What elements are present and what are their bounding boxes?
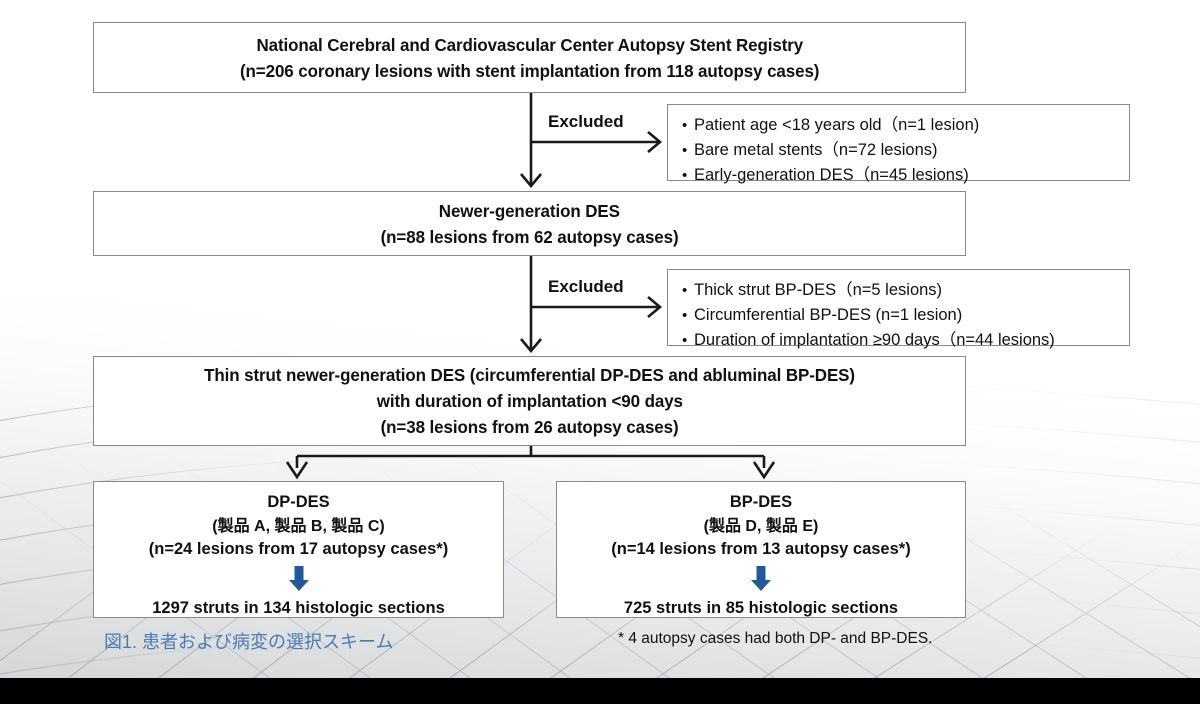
excluded-label-1: Excluded bbox=[548, 112, 624, 131]
exclusion-1-item-2: Bare metal stents（n=72 lesions) bbox=[682, 138, 1117, 163]
exclusion-1-item-1: Patient age <18 years old（n=1 lesion) bbox=[682, 113, 1117, 138]
figure-footnote: * 4 autopsy cases had both DP- and BP-DE… bbox=[618, 630, 933, 647]
thin-strut-line-2: with duration of implantation <90 days bbox=[376, 391, 683, 411]
figure-caption: 図1. 患者および病変の選択スキーム bbox=[104, 632, 394, 652]
excluded-label-2: Excluded bbox=[548, 277, 624, 296]
exclusion-2-item-1: Thick strut BP-DES（n=5 lesions) bbox=[682, 278, 1117, 303]
dp-des-products: (製品 A, 製品 B, 製品 C) bbox=[212, 517, 385, 535]
dp-des-box: DP-DES (製品 A, 製品 B, 製品 C) (n=24 lesions … bbox=[93, 481, 504, 618]
dp-des-result: 1297 struts in 134 histologic sections bbox=[152, 598, 445, 617]
bp-des-products: (製品 D, 製品 E) bbox=[703, 517, 819, 535]
exclusion-1-item-3: Early-generation DES（n=45 lesions) bbox=[682, 163, 1117, 188]
registry-box: National Cerebral and Cardiovascular Cen… bbox=[93, 22, 966, 93]
newer-line-1: Newer-generation DES bbox=[438, 200, 621, 221]
registry-line-1: National Cerebral and Cardiovascular Cen… bbox=[256, 34, 803, 55]
exclusion-box-2: Thick strut BP-DES（n=5 lesions) Circumfe… bbox=[667, 269, 1130, 349]
thin-strut-box: Thin strut newer-generation DES (circumf… bbox=[93, 356, 966, 446]
thin-strut-line-1: Thin strut newer-generation DES (circumf… bbox=[204, 365, 855, 385]
exclusion-box-1: Patient age <18 years old（n=1 lesion) Ba… bbox=[667, 104, 1130, 184]
bp-des-box: BP-DES (製品 D, 製品 E) (n=14 lesions from 1… bbox=[556, 481, 966, 618]
dp-des-counts: (n=24 lesions from 17 autopsy cases*) bbox=[148, 540, 449, 558]
exclusion-2-item-2: Circumferential BP-DES (n=1 lesion) bbox=[682, 303, 1117, 328]
registry-line-2: (n=206 coronary lesions with stent impla… bbox=[239, 60, 820, 81]
dp-des-down-arrow-icon bbox=[284, 564, 314, 594]
bp-des-counts: (n=14 lesions from 13 autopsy cases*) bbox=[611, 540, 911, 558]
newer-generation-des-box: Newer-generation DES (n=88 lesions from … bbox=[93, 191, 966, 256]
bottom-black-bar bbox=[0, 678, 1200, 704]
newer-line-2: (n=88 lesions from 62 autopsy cases) bbox=[380, 226, 679, 247]
bp-des-result: 725 struts in 85 histologic sections bbox=[623, 598, 899, 617]
bp-des-title: BP-DES bbox=[729, 493, 793, 511]
bp-des-down-arrow-icon bbox=[746, 564, 776, 594]
dp-des-title: DP-DES bbox=[267, 493, 330, 511]
exclusion-2-item-3: Duration of implantation ≥90 days（n=44 l… bbox=[682, 328, 1117, 353]
thin-strut-line-3: (n=38 lesions from 26 autopsy cases) bbox=[380, 417, 679, 437]
